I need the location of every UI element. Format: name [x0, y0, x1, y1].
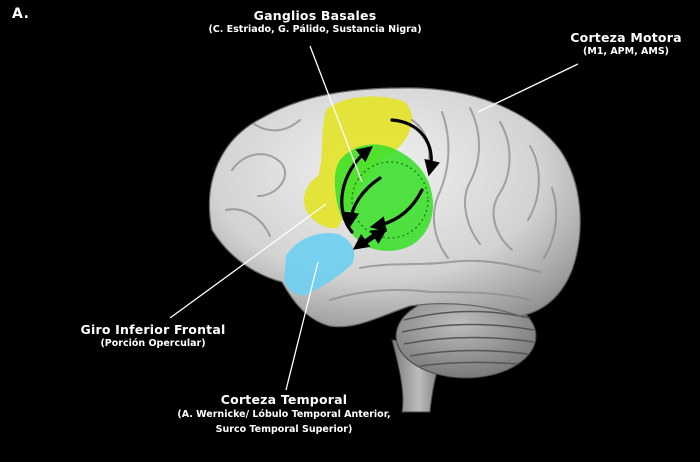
temporal-subtitle-line1: (A. Wernicke/ Lóbulo Temporal Anterior,: [177, 409, 391, 420]
basal-ganglia-title: Ganglios Basales: [253, 8, 377, 23]
motor-cortex-subtitle: (M1, APM, AMS): [583, 46, 669, 57]
motor-cortex-leader: [477, 63, 579, 113]
basal-ganglia-leader: [309, 45, 363, 183]
circuit-arrows: [340, 118, 440, 250]
temporal-leader: [285, 261, 319, 391]
inferior-frontal-gyrus-label: Giro Inferior Frontal (Porción Opercular…: [68, 322, 238, 349]
dotted-circle-marker: [351, 161, 429, 239]
temporal-cortex-region: [284, 233, 355, 296]
temporal-subtitle-line2: Surco Temporal Superior): [215, 424, 353, 435]
sulci-pattern: [225, 107, 558, 301]
basal-ganglia-subtitle: (C. Estriado, G. Pálido, Sustancia Nigra…: [208, 24, 422, 35]
motor-cortex-title: Corteza Motora: [570, 30, 682, 45]
ifg-subtitle: (Porción Opercular): [100, 338, 206, 349]
basal-ganglia-label: Ganglios Basales (C. Estriado, G. Pálido…: [200, 8, 430, 35]
ifg-title: Giro Inferior Frontal: [80, 322, 226, 337]
panel-label: A.: [12, 6, 30, 22]
ifg-leader: [169, 203, 327, 319]
temporal-cortex-label: Corteza Temporal (A. Wernicke/ Lóbulo Te…: [168, 392, 400, 437]
motor-cortex-region: [334, 144, 434, 251]
cerebellum: [395, 293, 537, 379]
leader-lines: [169, 45, 579, 391]
temporal-title: Corteza Temporal: [220, 392, 348, 407]
motor-cortex-label: Corteza Motora (M1, APM, AMS): [566, 30, 686, 57]
